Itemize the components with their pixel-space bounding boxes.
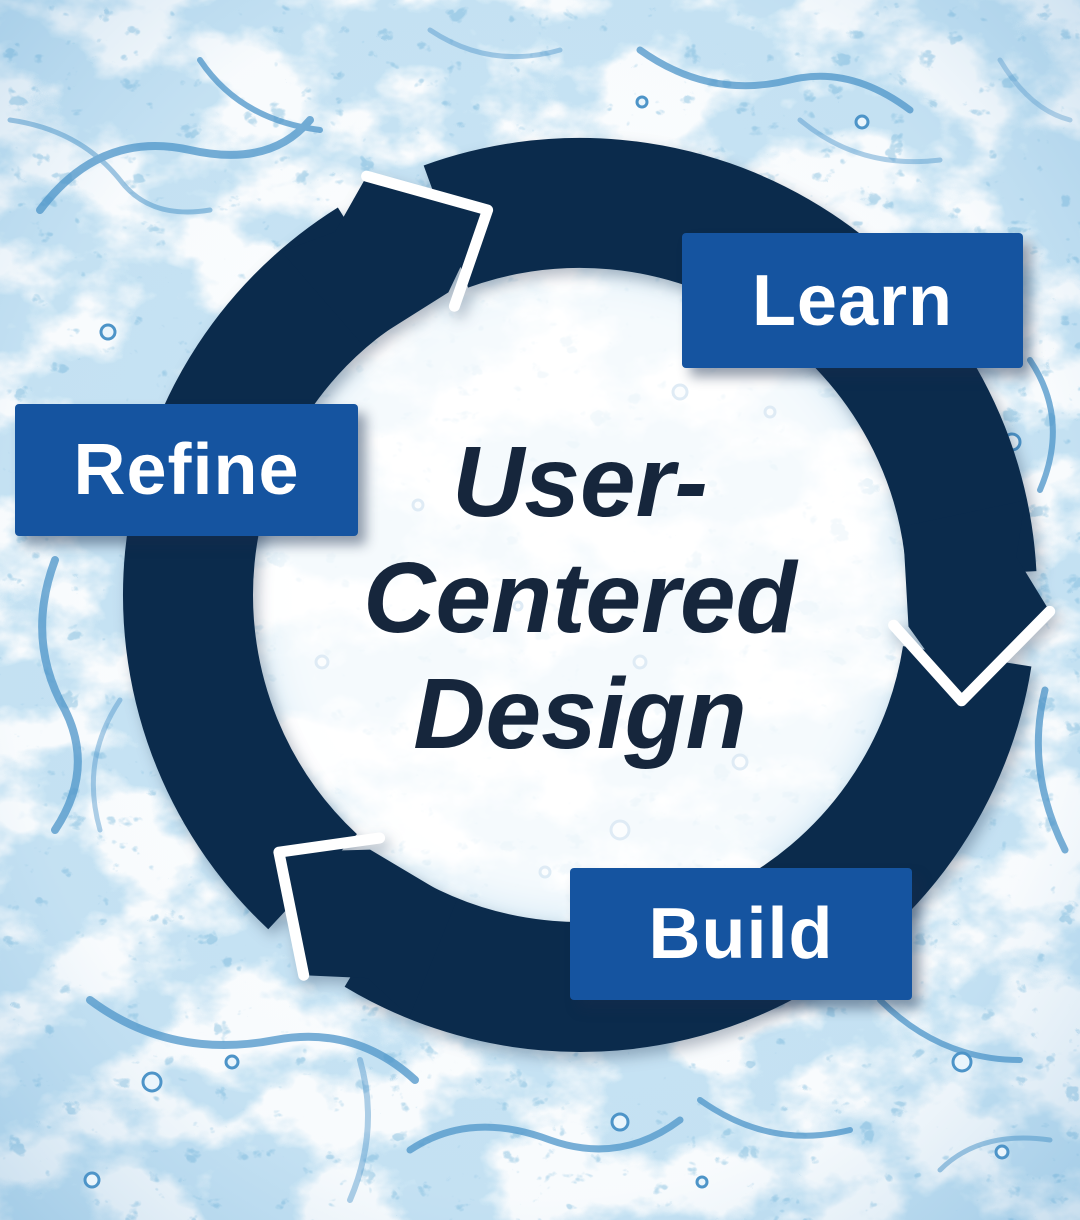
cycle-arc-refine-to-learn xyxy=(123,207,408,930)
diagram-title-line3: Design xyxy=(413,658,747,770)
arrowhead-right xyxy=(902,500,1050,701)
cycle-step-refine-label: Refine xyxy=(73,430,300,510)
arrow-gap-outline-top-left xyxy=(361,170,494,312)
center-white-clearing xyxy=(250,265,910,925)
cycle-step-learn: Learn xyxy=(682,233,1023,368)
cycle-step-build: Build xyxy=(570,868,912,1000)
diagram-title-line2: Centered xyxy=(363,542,797,654)
diagram-title-line1: User- xyxy=(452,426,708,538)
splash-swirls xyxy=(7,27,1073,1203)
cycle-step-build-label: Build xyxy=(648,894,834,974)
cycle-step-refine: Refine xyxy=(15,404,358,536)
arrow-gap-outline-bottom-left xyxy=(273,832,386,981)
arrow-gap-outline-right xyxy=(888,605,1056,707)
arrowhead-top-left xyxy=(281,176,488,346)
diagram-title: User- Centered Design xyxy=(130,424,1030,772)
arrowhead-bottom-left xyxy=(278,849,457,1017)
cycle-step-learn-label: Learn xyxy=(751,260,954,341)
